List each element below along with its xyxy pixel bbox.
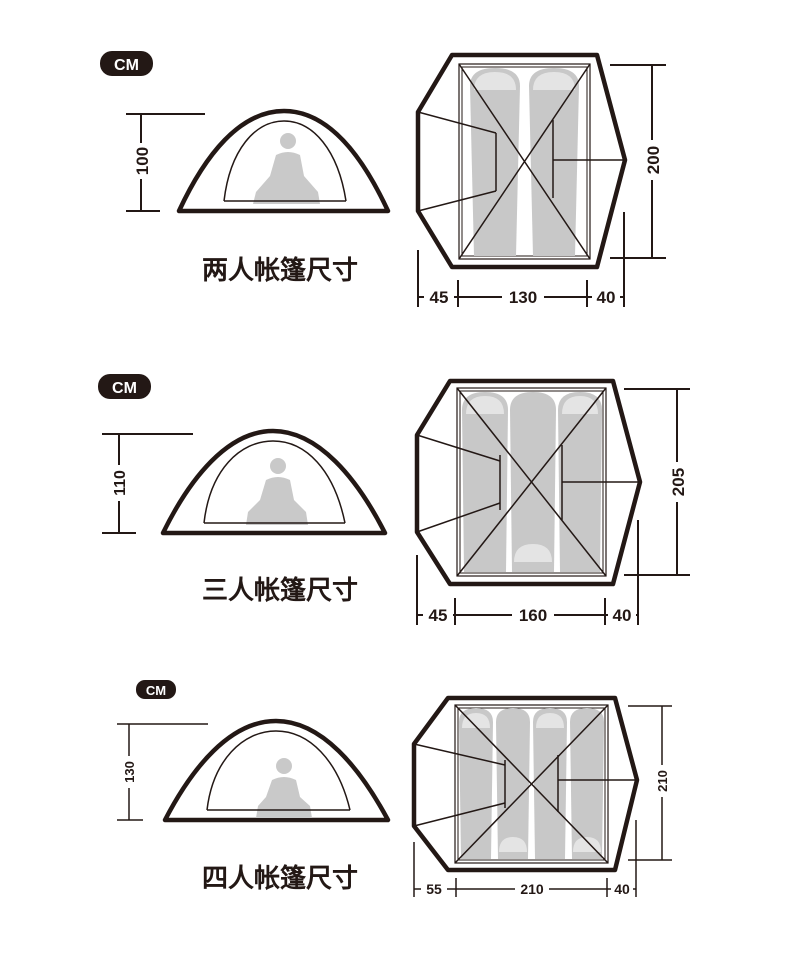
vestibule-front-label: 45: [429, 606, 448, 625]
unit-badge: CM: [100, 51, 153, 76]
tent-title: 四人帐篷尺寸: [202, 863, 358, 894]
tent-panel-2-person: CM 100 两人帐篷尺寸: [100, 51, 666, 307]
tent-floor-plan: [411, 695, 640, 873]
person-icon: [256, 758, 312, 818]
tent-floor-plan: [415, 52, 628, 270]
tent-panel-4-person: CM 130 四人帐篷尺寸: [117, 680, 672, 897]
height-label: 110: [112, 470, 129, 496]
unit-badge: CM: [98, 374, 151, 399]
tent-side-view: [162, 718, 391, 823]
person-icon: [246, 458, 308, 525]
length-label: 205: [669, 468, 688, 496]
vestibule-front-label: 45: [430, 288, 449, 307]
sleeping-bags: [462, 392, 602, 572]
width-label: 210: [520, 881, 544, 897]
width-label: 160: [519, 606, 547, 625]
width-label: 130: [509, 288, 537, 307]
height-label: 100: [133, 147, 152, 175]
tent-title: 两人帐篷尺寸: [202, 255, 358, 286]
unit-badge-label: CM: [112, 380, 137, 397]
sleeping-bags: [459, 708, 604, 859]
length-label: 200: [644, 146, 663, 174]
unit-badge-label: CM: [146, 683, 166, 698]
person-icon: [253, 133, 320, 204]
vestibule-back-label: 40: [613, 606, 632, 625]
tent-title: 三人帐篷尺寸: [202, 575, 358, 606]
height-label: 130: [122, 761, 137, 783]
unit-badge: CM: [136, 680, 176, 699]
vestibule-back-label: 40: [597, 288, 616, 307]
tent-side-view: [176, 108, 391, 214]
unit-badge-label: CM: [114, 57, 139, 74]
sleeping-bags: [470, 68, 579, 256]
length-label: 210: [655, 770, 670, 792]
tent-panel-3-person: CM 110 三人帐篷尺寸: [98, 374, 690, 625]
tent-side-view: [160, 428, 388, 536]
tent-floor-plan: [414, 378, 643, 587]
vestibule-back-label: 40: [614, 881, 630, 897]
vestibule-front-label: 55: [426, 881, 442, 897]
